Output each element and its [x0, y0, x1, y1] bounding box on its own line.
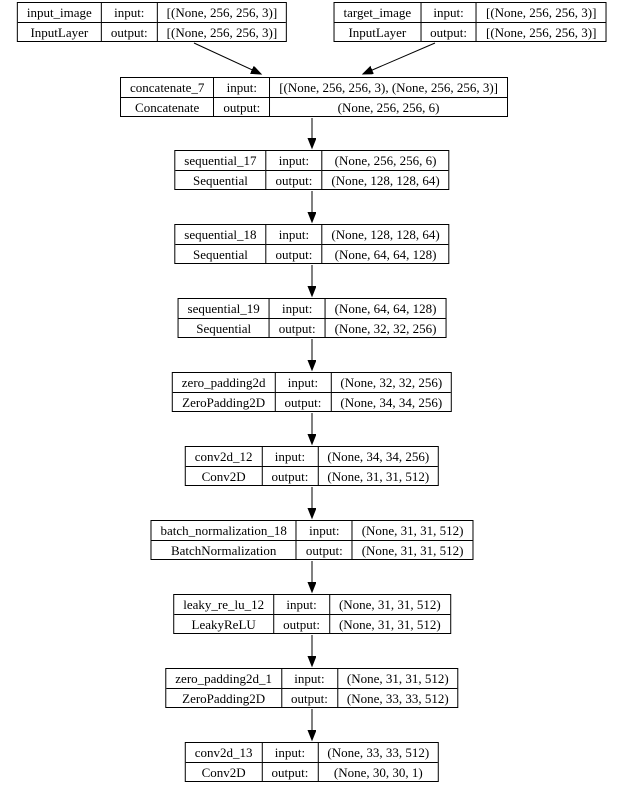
output-label: output: — [273, 614, 329, 633]
layer-name: zero_padding2d — [181, 375, 266, 390]
output-label: output: — [265, 244, 322, 263]
output-shape: (None, 31, 31, 512) — [351, 540, 473, 559]
input-shape: [(None, 256, 256, 3)] — [156, 3, 286, 22]
input-label: input: — [265, 151, 322, 170]
output-shape: (None, 34, 34, 256) — [330, 392, 452, 411]
layer-name: batch_normalization_18 — [160, 523, 287, 538]
output-label: output: — [265, 170, 322, 189]
output-shape: (None, 33, 33, 512) — [336, 688, 458, 707]
output-label: output: — [295, 540, 352, 559]
input-label: input: — [274, 373, 331, 392]
layer-type: BatchNormalization — [151, 540, 296, 559]
output-shape: [(None, 256, 256, 3)] — [156, 22, 287, 41]
output-shape: [(None, 256, 256, 3)] — [475, 22, 606, 41]
layer-name: conv2d_12 — [194, 449, 253, 464]
output-shape: (None, 31, 31, 512) — [317, 466, 439, 485]
layer-type: Sequential — [175, 170, 266, 189]
input-shape: (None, 34, 34, 256) — [317, 447, 438, 466]
layer-type: Concatenate — [121, 97, 214, 116]
layer-name: sequential_18 — [184, 227, 257, 242]
layer-node-batch-normalization-18: batch_normalization_18 input: (None, 31,… — [150, 520, 474, 560]
layer-type: Conv2D — [185, 762, 262, 781]
input-shape: (None, 256, 256, 6) — [321, 151, 448, 170]
input-label: input: — [273, 595, 329, 614]
layer-type: ZeroPadding2D — [166, 688, 282, 707]
layer-node-sequential-18: sequential_18 input: (None, 128, 128, 64… — [174, 224, 450, 264]
edge-target-image-to-concatenate — [363, 42, 436, 74]
layer-node-conv2d-12: conv2d_12 input: (None, 34, 34, 256) Con… — [184, 446, 440, 486]
layer-name: target_image — [343, 5, 412, 20]
layer-name: zero_padding2d_1 — [175, 671, 273, 686]
layer-name: sequential_17 — [184, 153, 257, 168]
input-shape: [(None, 256, 256, 3)] — [475, 3, 605, 22]
layer-type: Sequential — [175, 244, 266, 263]
input-label: input: — [265, 225, 322, 244]
output-label: output: — [261, 762, 318, 781]
output-label: output: — [213, 97, 270, 116]
input-shape: (None, 31, 31, 512) — [351, 521, 473, 540]
edge-input-image-to-concatenate — [193, 42, 261, 74]
input-label: input: — [261, 743, 318, 762]
layer-name: input_image — [26, 5, 92, 20]
output-shape: (None, 31, 31, 512) — [328, 614, 450, 633]
output-shape: (None, 32, 32, 256) — [324, 318, 446, 337]
input-label: input: — [268, 299, 325, 318]
layer-name: concatenate_7 — [130, 80, 205, 95]
layer-type: Conv2D — [185, 466, 262, 485]
layer-type: Sequential — [178, 318, 269, 337]
layer-node-input-image: input_image input: [(None, 256, 256, 3)]… — [16, 2, 288, 42]
input-label: input: — [261, 447, 318, 466]
output-label: output: — [100, 22, 157, 41]
layer-node-zero-padding2d-1: zero_padding2d_1 input: (None, 31, 31, 5… — [165, 668, 459, 708]
layer-node-sequential-19: sequential_19 input: (None, 64, 64, 128)… — [177, 298, 447, 338]
output-label: output: — [274, 392, 331, 411]
output-shape: (None, 30, 30, 1) — [317, 762, 439, 781]
layer-type: LeakyReLU — [174, 614, 274, 633]
input-label: input: — [100, 3, 157, 22]
layer-type: InputLayer — [17, 22, 101, 41]
layer-name: leaky_re_lu_12 — [183, 597, 265, 612]
layer-node-conv2d-13: conv2d_13 input: (None, 33, 33, 512) Con… — [184, 742, 440, 782]
output-shape: (None, 64, 64, 128) — [321, 244, 449, 263]
input-label: input: — [213, 78, 269, 97]
layer-node-target-image: target_image input: [(None, 256, 256, 3)… — [333, 2, 607, 42]
layer-node-leaky-re-lu-12: leaky_re_lu_12 input: (None, 31, 31, 512… — [173, 594, 451, 634]
input-shape: (None, 128, 128, 64) — [321, 225, 448, 244]
input-shape: (None, 32, 32, 256) — [330, 373, 451, 392]
input-label: input: — [420, 3, 476, 22]
input-shape: (None, 31, 31, 512) — [336, 669, 458, 688]
layer-name: sequential_19 — [187, 301, 260, 316]
input-shape: (None, 33, 33, 512) — [317, 743, 438, 762]
output-label: output: — [261, 466, 318, 485]
layer-type: InputLayer — [334, 22, 421, 41]
input-shape: [(None, 256, 256, 3), (None, 256, 256, 3… — [269, 78, 507, 97]
layer-node-concatenate-7: concatenate_7 input: [(None, 256, 256, 3… — [120, 77, 508, 117]
output-shape: (None, 128, 128, 64) — [321, 170, 449, 189]
layer-type: ZeroPadding2D — [172, 392, 275, 411]
output-label: output: — [281, 688, 337, 707]
layer-node-sequential-17: sequential_17 input: (None, 256, 256, 6)… — [174, 150, 450, 190]
input-label: input: — [295, 521, 352, 540]
input-shape: (None, 64, 64, 128) — [324, 299, 446, 318]
layer-name: conv2d_13 — [194, 745, 253, 760]
output-label: output: — [420, 22, 476, 41]
layer-node-zero-padding2d: zero_padding2d input: (None, 32, 32, 256… — [171, 372, 453, 412]
output-shape: (None, 256, 256, 6) — [269, 97, 507, 116]
output-label: output: — [268, 318, 325, 337]
input-shape: (None, 31, 31, 512) — [328, 595, 450, 614]
input-label: input: — [281, 669, 337, 688]
